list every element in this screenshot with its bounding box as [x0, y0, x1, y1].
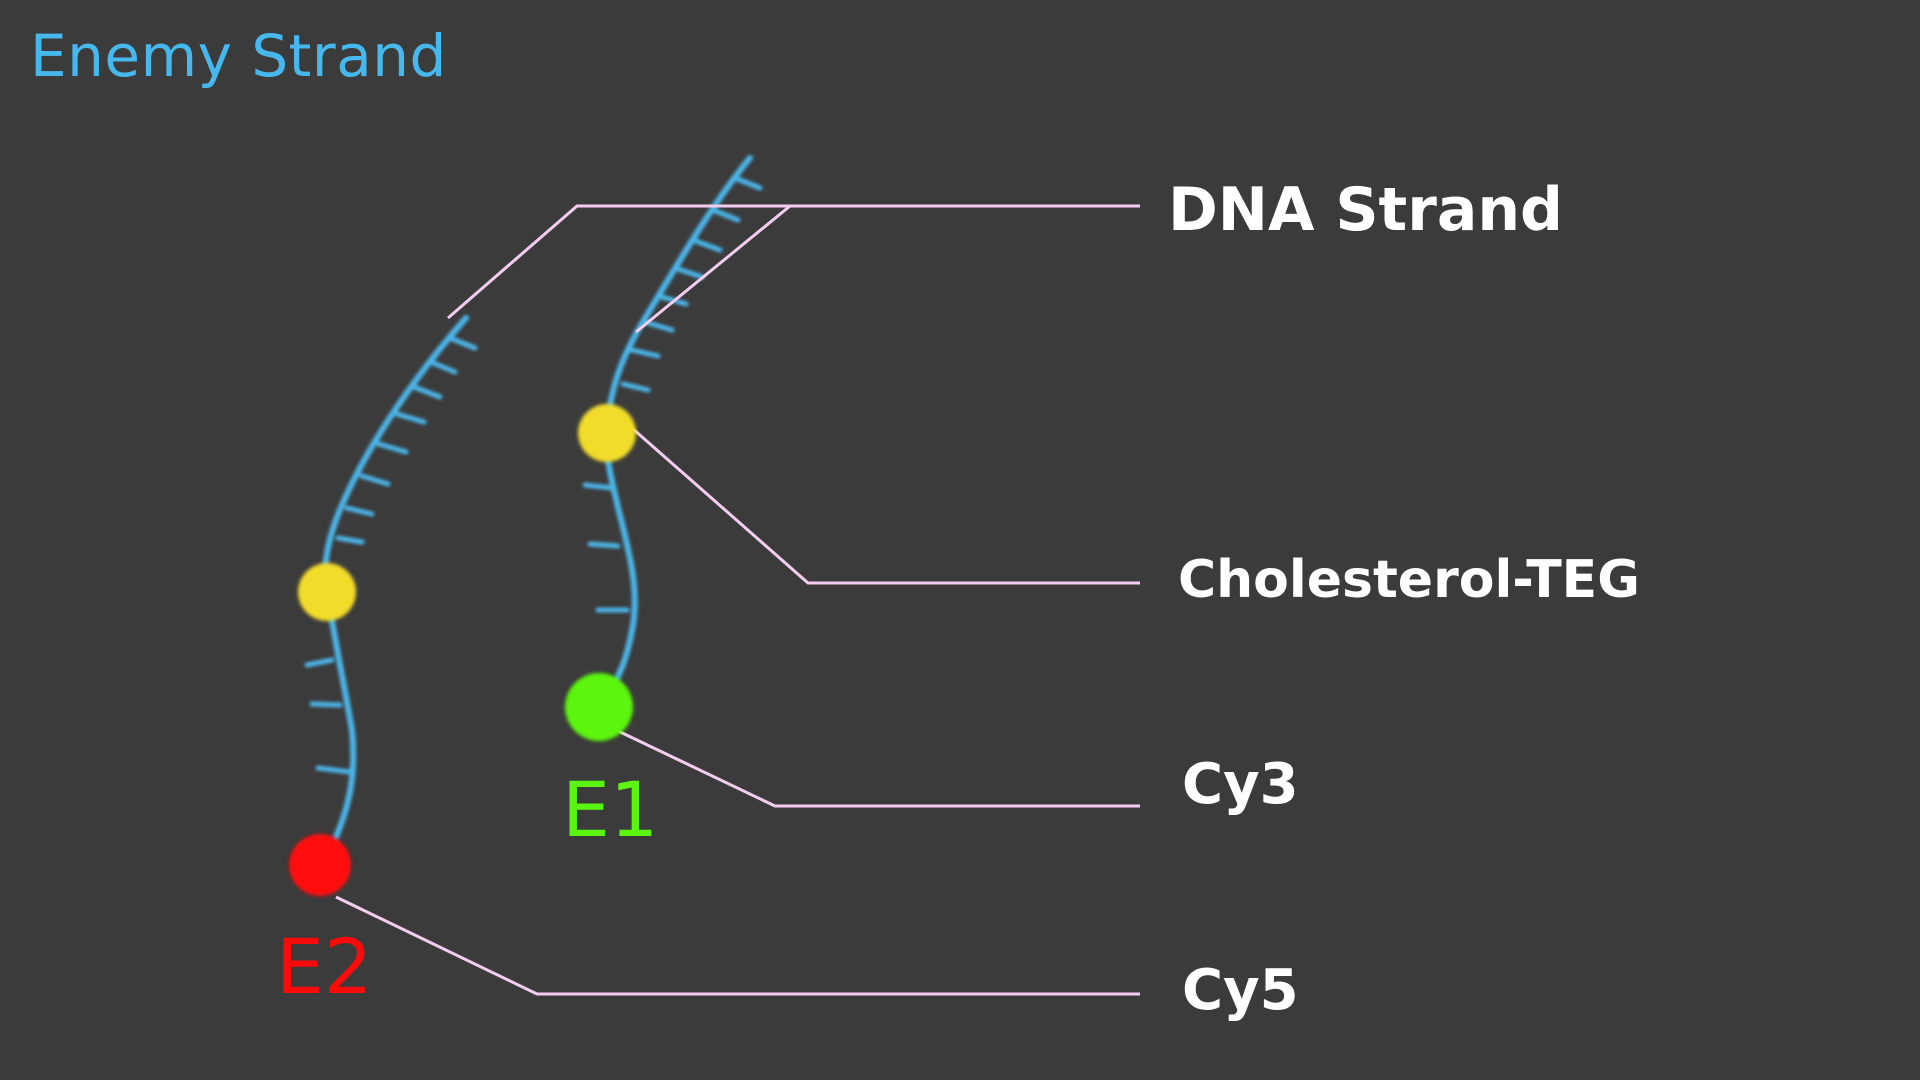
cholesterol-marker-e1 [578, 404, 636, 462]
cy5-marker [289, 834, 351, 896]
strand-label-e2: E2 [276, 922, 373, 1011]
label-dna-strand: DNA Strand [1168, 175, 1563, 245]
leader-cy3 [615, 728, 1140, 808]
leader-lines [335, 204, 1140, 996]
leader-cy5 [335, 895, 1140, 996]
cy3-marker [565, 673, 633, 741]
leader-dna-strand-e2 [447, 204, 1140, 320]
leader-dna-strand-e1 [635, 204, 791, 334]
strand-e1-bases [582, 175, 763, 613]
label-cy3: Cy3 [1182, 752, 1299, 817]
label-cholesterol-teg: Cholesterol-TEG [1178, 550, 1640, 610]
label-cy5: Cy5 [1182, 958, 1299, 1023]
leader-cholesterol-teg [615, 412, 1140, 585]
cholesterol-marker-e2 [298, 563, 356, 621]
page-title: Enemy Strand [30, 22, 447, 90]
strand-e2-bases [304, 335, 478, 775]
strand-label-e1: E1 [562, 765, 659, 854]
